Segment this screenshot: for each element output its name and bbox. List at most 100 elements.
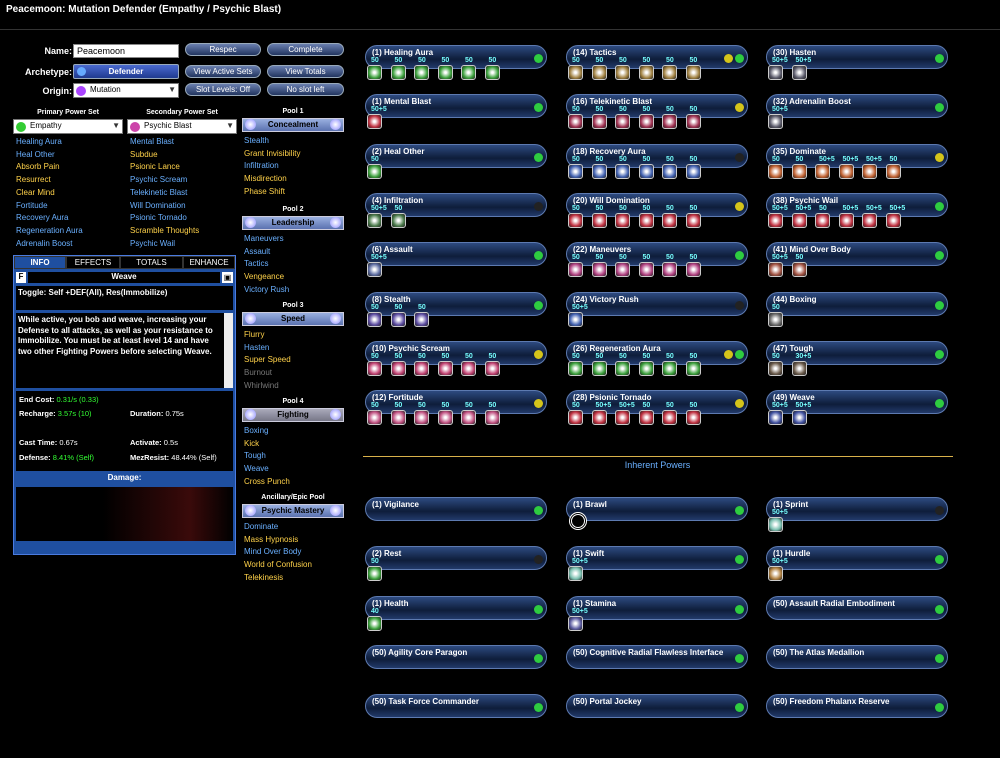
- enhancement-icon[interactable]: [390, 410, 406, 426]
- enhancement-icon[interactable]: [615, 410, 630, 426]
- enhancement-icon[interactable]: [662, 65, 677, 80]
- slot-levels-button[interactable]: Slot Levels: Off: [185, 83, 261, 96]
- enhancement-icon[interactable]: [815, 212, 830, 228]
- power-slot[interactable]: (50) Assault Radial Embodiment: [766, 595, 948, 620]
- pool-dropdown[interactable]: Psychic Mastery: [242, 504, 344, 518]
- secondary-power-item[interactable]: Psionic Lance: [130, 162, 180, 172]
- primary-power-item[interactable]: Resurrect: [16, 175, 51, 185]
- power-slot[interactable]: (50) The Atlas Medallion: [766, 644, 948, 669]
- view-active-sets-button[interactable]: View Active Sets: [185, 65, 261, 78]
- power-slot[interactable]: (50) Cognitive Radial Flawless Interface: [566, 644, 748, 669]
- pool-power-item[interactable]: Vengeance: [244, 272, 285, 282]
- secondary-power-item[interactable]: Telekinetic Blast: [130, 187, 188, 197]
- popup-icon[interactable]: ▣: [222, 272, 233, 283]
- enhancement-icon[interactable]: [568, 114, 583, 130]
- tab-info[interactable]: INFO: [14, 256, 66, 269]
- enhancement-icon[interactable]: [638, 262, 654, 278]
- pool-power-item[interactable]: Phase Shift: [244, 186, 285, 196]
- enhancement-icon[interactable]: [662, 262, 677, 278]
- power-slot[interactable]: (1) Stamina: [566, 595, 748, 620]
- power-slot[interactable]: (2) Rest: [365, 546, 547, 571]
- pool-power-item[interactable]: Boxing: [244, 426, 269, 435]
- pool-power-item[interactable]: Victory Rush: [244, 284, 290, 294]
- primary-power-item[interactable]: Heal Other: [16, 149, 55, 159]
- enhancement-icon[interactable]: [437, 65, 453, 80]
- enhancement-icon[interactable]: [768, 517, 783, 532]
- enhancement-icon[interactable]: [791, 65, 807, 80]
- pool-power-item[interactable]: Hasten: [244, 342, 270, 352]
- enhancement-icon[interactable]: [768, 262, 783, 278]
- enhancement-icon[interactable]: [662, 410, 677, 426]
- enhancement-icon[interactable]: [591, 212, 607, 228]
- secondary-power-item[interactable]: Subdue: [130, 149, 158, 159]
- enhancement-icon[interactable]: [568, 311, 583, 327]
- pool-power-item[interactable]: Whirlwind: [244, 380, 279, 390]
- enhancement-icon[interactable]: [390, 360, 406, 376]
- enhancement-icon[interactable]: [568, 65, 583, 80]
- pool-dropdown[interactable]: Fighting: [242, 408, 344, 422]
- enhancement-icon[interactable]: [568, 615, 583, 631]
- enhancement-icon[interactable]: [615, 65, 630, 80]
- enhancement-icon[interactable]: [568, 566, 583, 582]
- pool-power-item[interactable]: Flurry: [244, 330, 265, 339]
- enhancement-icon[interactable]: [615, 360, 630, 376]
- primary-power-item[interactable]: Fortitude: [16, 200, 48, 210]
- enhancement-icon[interactable]: [638, 410, 654, 426]
- power-slot[interactable]: (50) Agility Core Paragon: [365, 644, 547, 669]
- enhancement-icon[interactable]: [367, 360, 382, 376]
- complete-button[interactable]: Complete: [267, 43, 344, 56]
- pool-power-item[interactable]: Maneuvers: [244, 234, 284, 243]
- enhancement-icon[interactable]: [768, 311, 783, 327]
- pool-dropdown[interactable]: Leadership: [242, 216, 344, 230]
- enhancement-icon[interactable]: [685, 163, 701, 179]
- enhancement-icon[interactable]: [591, 360, 607, 376]
- enhancement-icon[interactable]: [838, 212, 854, 228]
- enhancement-icon[interactable]: [685, 65, 701, 80]
- pool-power-item[interactable]: Misdirection: [244, 174, 287, 184]
- power-slot[interactable]: (2) Heal Other: [365, 143, 547, 168]
- power-slot[interactable]: (24) Victory Rush: [566, 291, 748, 316]
- primary-power-item[interactable]: Clear Mind: [16, 187, 55, 197]
- enhancement-icon[interactable]: [791, 212, 807, 228]
- empty-slot-icon[interactable]: [569, 512, 587, 530]
- power-slot[interactable]: (1) Hurdle: [766, 546, 948, 571]
- tab-totals[interactable]: TOTALS: [120, 256, 183, 269]
- pool-power-item[interactable]: Weave: [244, 464, 269, 474]
- pool-dropdown[interactable]: Speed: [242, 312, 344, 326]
- pool-power-item[interactable]: Cross Punch: [244, 476, 290, 486]
- pool-power-item[interactable]: Kick: [244, 438, 260, 448]
- power-slot[interactable]: (50) Task Force Commander: [365, 694, 547, 719]
- power-slot[interactable]: (1) Health: [365, 595, 547, 620]
- enhancement-icon[interactable]: [568, 410, 583, 426]
- enhancement-icon[interactable]: [367, 163, 382, 179]
- enhancement-icon[interactable]: [768, 566, 783, 582]
- power-slot[interactable]: (1) Vigilance: [365, 497, 547, 521]
- description-scrollbar[interactable]: [224, 313, 233, 388]
- enhancement-icon[interactable]: [414, 410, 429, 426]
- enhancement-icon[interactable]: [367, 212, 382, 228]
- primary-power-item[interactable]: Regeneration Aura: [16, 225, 83, 235]
- enhancement-icon[interactable]: [414, 311, 429, 327]
- enhancement-icon[interactable]: [638, 212, 654, 228]
- f-toggle[interactable]: F: [16, 272, 26, 283]
- name-input[interactable]: Peacemoon: [73, 44, 179, 58]
- enhancement-icon[interactable]: [591, 65, 607, 80]
- secondary-power-item[interactable]: Will Domination: [130, 200, 186, 210]
- primary-power-item[interactable]: Adrenalin Boost: [16, 238, 73, 248]
- enhancement-icon[interactable]: [367, 65, 382, 80]
- pool-power-item[interactable]: Telekinesis: [244, 572, 284, 582]
- pool-power-item[interactable]: Stealth: [244, 136, 269, 145]
- primary-power-item[interactable]: Absorb Pain: [16, 162, 60, 172]
- enhancement-icon[interactable]: [484, 410, 500, 426]
- enhancement-icon[interactable]: [591, 114, 607, 130]
- enhancement-icon[interactable]: [685, 360, 701, 376]
- enhancement-icon[interactable]: [768, 65, 783, 80]
- secondary-power-item[interactable]: Psionic Tornado: [130, 213, 187, 223]
- enhancement-icon[interactable]: [367, 311, 382, 327]
- enhancement-icon[interactable]: [390, 311, 406, 327]
- pool-dropdown[interactable]: Concealment: [242, 118, 344, 132]
- secondary-set-dropdown[interactable]: Psychic Blast ▼: [127, 119, 237, 134]
- enhancement-icon[interactable]: [768, 114, 783, 130]
- enhancement-icon[interactable]: [685, 262, 701, 278]
- power-slot[interactable]: (1) Sprint: [766, 497, 948, 521]
